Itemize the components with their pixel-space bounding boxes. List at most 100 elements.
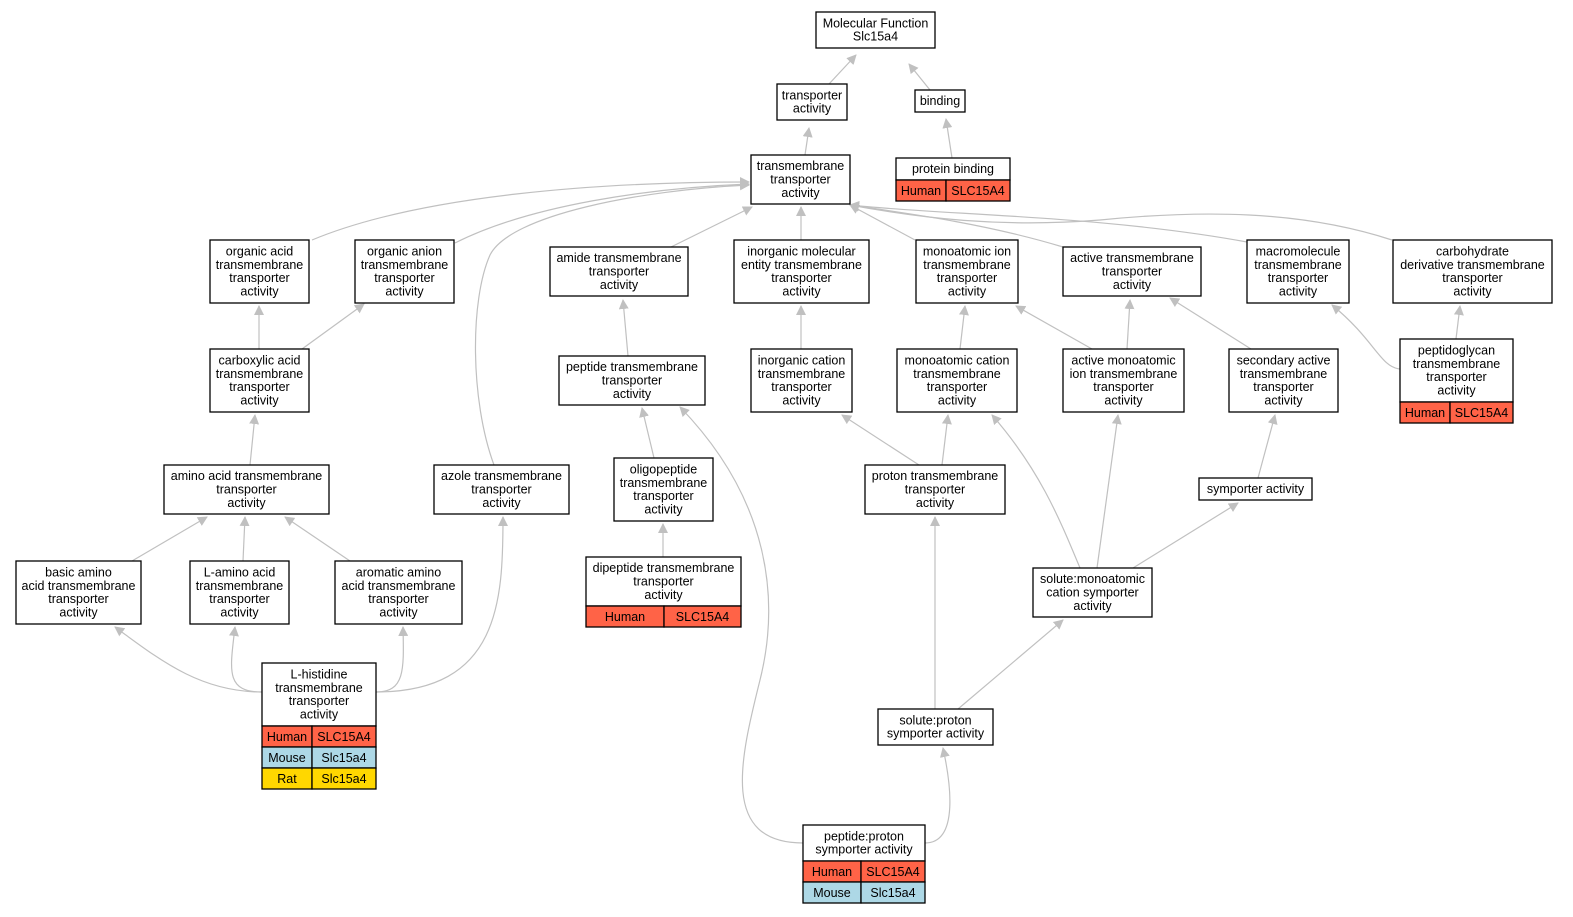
go-term-label: carbohydrate bbox=[1436, 245, 1509, 259]
gene-cell bbox=[860, 881, 926, 904]
go-term-label: transporter bbox=[289, 694, 349, 708]
go-term-label: activity bbox=[782, 284, 821, 298]
go-term-label: activity bbox=[782, 393, 821, 407]
go-term-box bbox=[1228, 348, 1339, 413]
go-term-label: transmembrane bbox=[216, 367, 304, 381]
go-term-label: proton transmembrane bbox=[872, 469, 999, 483]
go-term-label: transporter bbox=[905, 483, 965, 497]
go-term-box bbox=[209, 348, 310, 413]
go-term-label: transporter bbox=[1426, 370, 1486, 384]
go-term-aminoacid[interactable]: amino acid transmembranetransporteractiv… bbox=[163, 464, 330, 515]
go-term-label: transporter bbox=[927, 380, 987, 394]
go-term-label: activity bbox=[1437, 383, 1476, 397]
go-term-box bbox=[189, 560, 290, 625]
go-term-box bbox=[915, 239, 1019, 304]
go-term-label: transmembrane bbox=[1254, 258, 1342, 272]
go-term-box bbox=[163, 464, 330, 515]
go-term-box bbox=[1062, 348, 1185, 413]
go-term-label: activity bbox=[1073, 599, 1112, 613]
go-term-organion[interactable]: organic aniontransmembranetransporteract… bbox=[354, 239, 455, 304]
go-term-label: transporter bbox=[374, 271, 434, 285]
go-term-label: peptide transmembrane bbox=[566, 360, 698, 374]
edge-pepproton-to-peptide bbox=[679, 406, 804, 844]
go-term-label: macromolecule bbox=[1256, 245, 1341, 259]
go-term-label: transmembrane bbox=[923, 258, 1011, 272]
go-term-box bbox=[1062, 246, 1202, 297]
go-term-label: transmembrane bbox=[361, 258, 449, 272]
gene-symbol[interactable]: SLC15A4 bbox=[317, 730, 371, 744]
go-term-orgacid[interactable]: organic acidtransmembranetransporteracti… bbox=[209, 239, 310, 304]
species-label: Human bbox=[901, 184, 941, 198]
gene-symbol[interactable]: Slc15a4 bbox=[870, 886, 915, 900]
edge-solmono-to-symporter bbox=[1132, 502, 1239, 569]
go-term-lhis[interactable]: L-histidinetransmembranetransporteractiv… bbox=[261, 662, 377, 790]
go-term-box bbox=[549, 246, 689, 297]
go-term-box bbox=[585, 556, 742, 607]
go-term-label: transmembrane bbox=[757, 159, 845, 173]
go-term-inorgcat[interactable]: inorganic cationtransmembranetransporter… bbox=[750, 348, 853, 413]
go-term-oligo[interactable]: oligopeptidetransmembranetransporteracti… bbox=[613, 457, 714, 522]
gene-symbol[interactable]: SLC15A4 bbox=[676, 610, 730, 624]
go-term-box bbox=[209, 239, 310, 304]
gene-cell bbox=[945, 179, 1011, 202]
go-term-label: transporter bbox=[589, 265, 649, 279]
go-term-symporter[interactable]: symporter activity bbox=[1198, 477, 1313, 501]
go-term-peptidoglycan[interactable]: peptidoglycantransmembranetransporteract… bbox=[1399, 338, 1514, 424]
gene-symbol[interactable]: Slc15a4 bbox=[321, 751, 366, 765]
go-term-macro[interactable]: macromoleculetransmembranetransporteract… bbox=[1246, 239, 1350, 304]
go-term-label: transporter bbox=[48, 592, 108, 606]
gene-symbol[interactable]: SLC15A4 bbox=[1455, 406, 1509, 420]
species-label: Human bbox=[605, 610, 645, 624]
go-term-monoion[interactable]: monoatomic iontransmembranetransporterac… bbox=[915, 239, 1019, 304]
edge-aromatic-to-aminoacid bbox=[284, 516, 351, 562]
go-term-label: activity bbox=[948, 284, 987, 298]
edge-lhis-to-lamino bbox=[228, 626, 263, 693]
go-term-label: inorganic cation bbox=[758, 354, 846, 368]
go-term-binding[interactable]: binding bbox=[914, 89, 966, 113]
go-term-label: binding bbox=[920, 94, 960, 108]
go-term-label: activity bbox=[220, 605, 259, 619]
edge-orgacid-to-tmt bbox=[311, 177, 750, 241]
edge-solmono-to-monocat bbox=[991, 414, 1081, 569]
go-term-box bbox=[1246, 239, 1350, 304]
go-term-label: activity bbox=[59, 605, 98, 619]
go-term-label: activity bbox=[1453, 284, 1492, 298]
go-term-label: azole transmembrane bbox=[441, 469, 562, 483]
go-term-secactive[interactable]: secondary activetransmembranetransporter… bbox=[1228, 348, 1339, 413]
go-term-dipeptide[interactable]: dipeptide transmembranetransporteractivi… bbox=[585, 556, 742, 628]
go-term-label: activity bbox=[385, 284, 424, 298]
gene-symbol[interactable]: Slc15a4 bbox=[321, 772, 366, 786]
gene-symbol[interactable]: SLC15A4 bbox=[951, 184, 1005, 198]
edge-carbox-to-organion bbox=[301, 303, 365, 350]
edge-peptide-to-amide bbox=[618, 299, 629, 357]
go-term-label: symporter activity bbox=[887, 727, 985, 741]
go-term-label: symporter activity bbox=[815, 843, 913, 857]
go-term-label: secondary active bbox=[1237, 354, 1331, 368]
edge-peptidoglycan-to-macro bbox=[1331, 304, 1401, 370]
go-term-box bbox=[1392, 239, 1553, 304]
go-term-lamino[interactable]: L-amino acidtransmembranetransporteracti… bbox=[189, 560, 290, 625]
edge-tmt-to-transporter bbox=[802, 127, 813, 156]
gene-symbol[interactable]: SLC15A4 bbox=[866, 865, 920, 879]
go-term-carbox[interactable]: carboxylic acidtransmembranetransportera… bbox=[209, 348, 310, 413]
go-term-monocat[interactable]: monoatomic cationtransmembranetransporte… bbox=[896, 348, 1018, 413]
go-term-label: transmembrane bbox=[913, 367, 1001, 381]
go-term-label: oligopeptide bbox=[630, 463, 697, 477]
